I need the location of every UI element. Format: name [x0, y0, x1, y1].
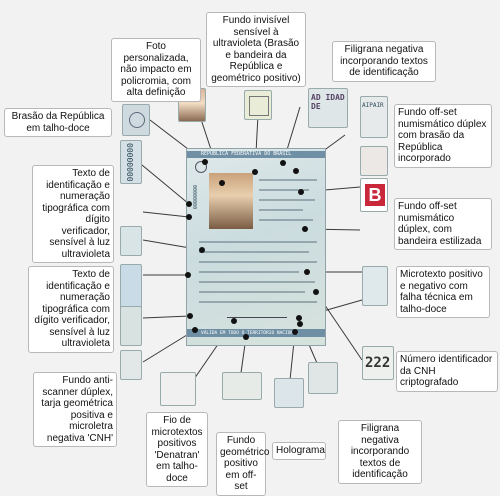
label-fundo-uv: Fundo invisível sensível à ultravioleta …: [206, 12, 306, 87]
thumb-microtexto: [362, 266, 388, 306]
marker-anti-scanner: [192, 327, 198, 333]
marker-holograma: [292, 329, 298, 335]
thumb-offset-2: [360, 146, 388, 176]
doc-photo: [209, 173, 253, 229]
marker-fio: [231, 318, 237, 324]
label-anti-scanner: Fundo anti-scanner dúplex, tarja geométr…: [33, 372, 117, 447]
thumb-anti-scanner: [120, 350, 142, 380]
marker-offset-brasao: [293, 168, 299, 174]
label-fundo-geometrico: Fundo geométrico positivo em off-set: [216, 432, 269, 496]
doc-header-band: [187, 151, 325, 158]
label-filigrana-top: Filigrana negativa incorporando textos d…: [332, 41, 436, 82]
marker-offset-2: [302, 226, 308, 232]
thumb-fundo-uv: [244, 90, 272, 120]
doc-number-vertical: 00000000: [191, 185, 197, 210]
marker-brasao: [202, 159, 208, 165]
label-fio-microtextos: Fio de microtextos positivos 'Denatran' …: [146, 412, 208, 487]
thumb-texto-uv-2: [120, 264, 142, 312]
label-microtexto: Microtexto positivo e negativo com falha…: [396, 266, 490, 318]
label-holograma: Holograma: [272, 442, 326, 460]
marker-microtexto-2: [296, 315, 302, 321]
marker-texto-top: [186, 201, 192, 207]
label-brasao: Brasão da República em talho-doce: [4, 108, 112, 137]
label-texto-uv-1: Texto de identificação e numeração tipog…: [32, 165, 114, 263]
connector-texto-uv: [142, 211, 190, 218]
doc-signature: [227, 307, 287, 318]
thumb-bandeira: B: [360, 178, 388, 212]
marker-numero: [313, 289, 319, 295]
thumb-texto-mid: [120, 226, 142, 256]
marker-texto-low: [187, 313, 193, 319]
connector-texto-low: [142, 315, 191, 319]
doc-footer-band: [187, 329, 325, 337]
marker-geometrico: [243, 334, 249, 340]
thumb-offset-letters: AIPAIR: [362, 102, 384, 109]
marker-filigrana-top: [280, 160, 286, 166]
marker-filigrana-bottom: [297, 321, 303, 327]
thumb-numero-text: 222: [365, 355, 391, 371]
thumb-brasao: [122, 104, 150, 136]
thumb-texto-uv: 00000000: [120, 140, 142, 184]
marker-fundo-uv: [252, 169, 258, 175]
doc-brasao-icon: [195, 161, 207, 173]
marker-bandeira: [298, 189, 304, 195]
doc-header-text: REPÚBLICA FEDERATIVA DO BRASIL: [201, 151, 292, 157]
thumb-geometrico: [222, 372, 262, 400]
marker-texto-uv-2: [185, 272, 191, 278]
bandeira-letter: B: [365, 184, 385, 206]
cnh-document: REPÚBLICA FEDERATIVA DO BRASIL 00000000 …: [186, 148, 326, 346]
thumb-filigrana-bottom: [308, 362, 338, 394]
thumb-holograma: [274, 378, 304, 408]
label-offset-bandeira: Fundo off-set numismático dúplex, com ba…: [394, 198, 492, 250]
label-foto: Foto personalizada, não impacto em polic…: [111, 38, 201, 102]
thumb-numero: 222: [362, 346, 394, 380]
label-texto-uv-2: Texto de identificação e numeração tipog…: [28, 266, 114, 353]
thumb-texto-low: [120, 306, 142, 346]
thumb-filigrana-text: AD IDAD DE: [311, 93, 345, 111]
label-filigrana-bottom: Filigrana negativa incorporando textos d…: [338, 420, 422, 484]
marker-microtexto: [304, 269, 310, 275]
thumb-offset-brasao: AIPAIR: [360, 96, 388, 138]
thumb-fio: [160, 372, 196, 406]
thumb-texto-uv-number: 00000000: [125, 143, 134, 182]
label-offset-brasao: Fundo off-set numismático dúplex com bra…: [394, 104, 492, 168]
marker-texto-uv: [186, 214, 192, 220]
thumb-filigrana: AD IDAD DE: [308, 88, 348, 128]
connector-texto-uv-top: [141, 164, 190, 205]
marker-texto-mid: [199, 247, 205, 253]
label-numero-cnh: Número identificador da CNH criptografad…: [396, 351, 498, 392]
marker-foto: [219, 180, 225, 186]
doc-footer-text: VÁLIDA EM TODO O TERRITÓRIO NACIONAL: [201, 331, 299, 336]
